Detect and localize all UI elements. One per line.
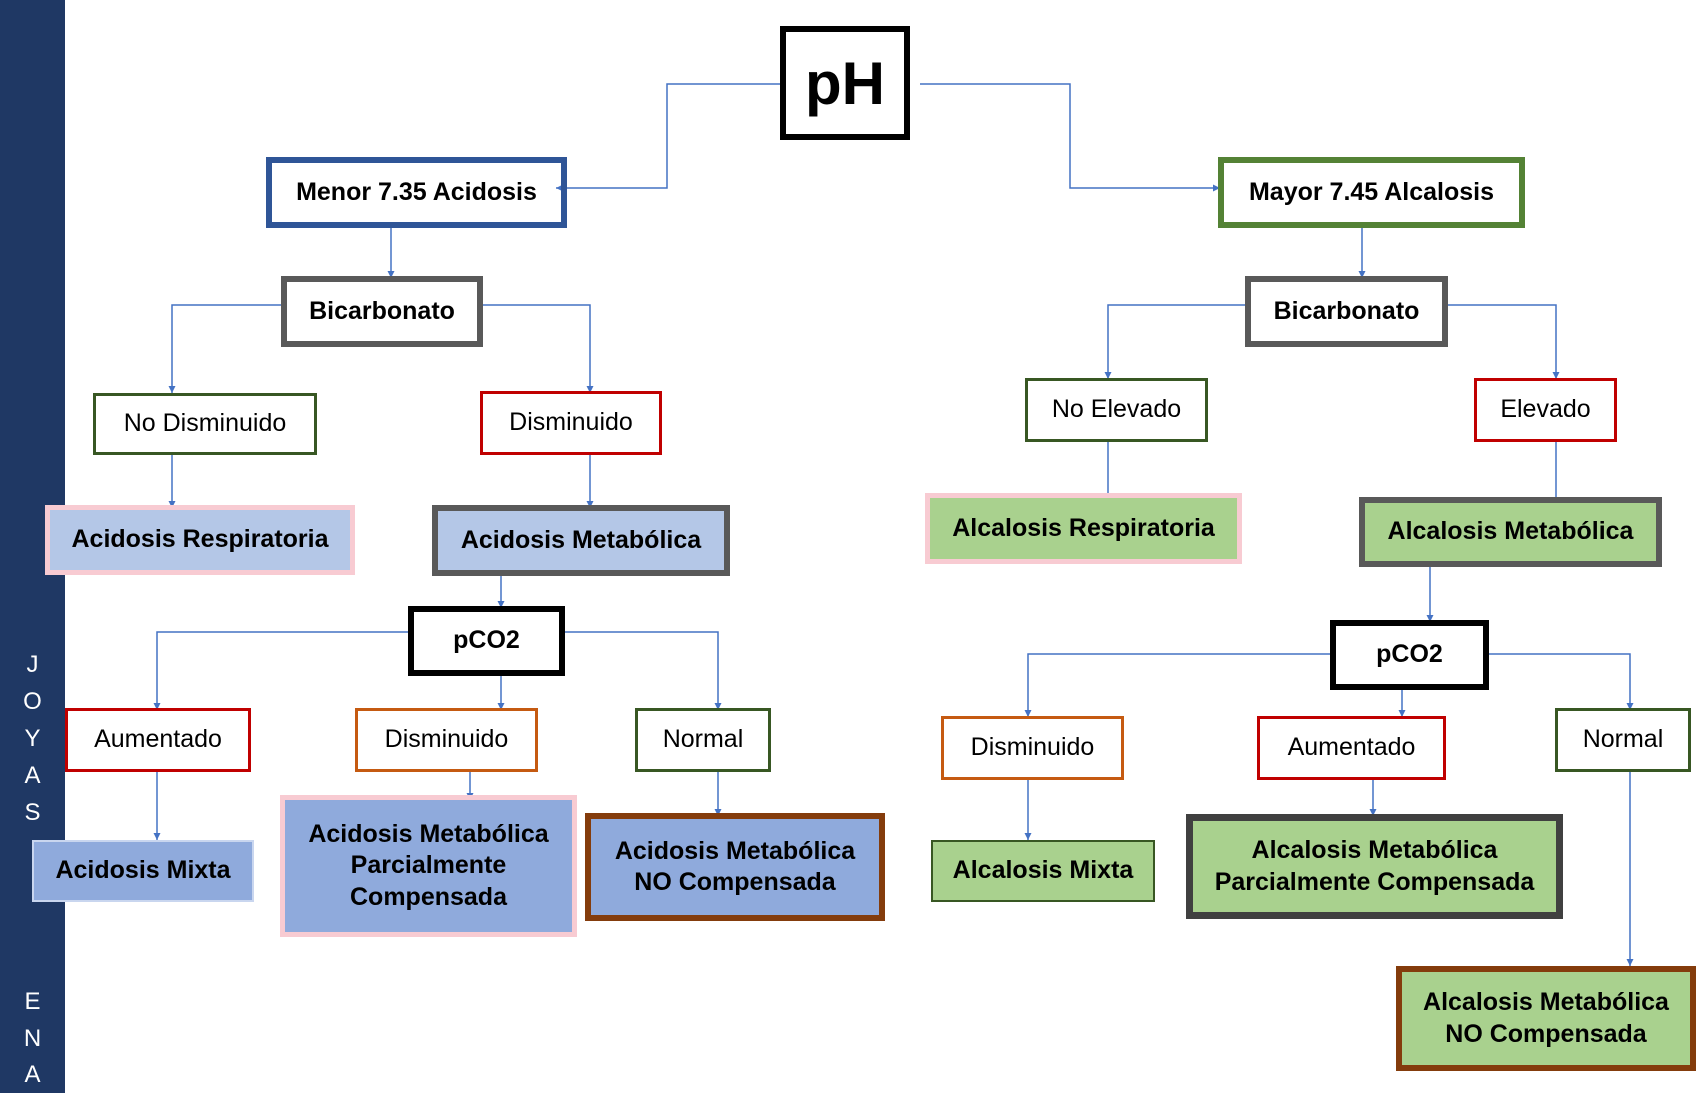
no-elevado-label: No Elevado bbox=[1051, 395, 1182, 424]
acidosis-mixta-box: Acidosis Mixta bbox=[32, 840, 254, 902]
alcalosis-respiratoria-box: Alcalosis Respiratoria bbox=[925, 493, 1242, 564]
sidebar-letter: J bbox=[26, 651, 39, 678]
acidosis-no-compensada-line: NO Compensada bbox=[634, 868, 836, 896]
alcalosis-mixta-label: Alcalosis Mixta bbox=[952, 856, 1134, 885]
acidosis-parcial-box: Acidosis Metabólica Parcialmente Compens… bbox=[280, 795, 577, 937]
acidosis-parcial-line: Acidosis Metabólica bbox=[308, 820, 549, 849]
acidosis-metabolica-label: Acidosis Metabólica bbox=[460, 525, 702, 554]
left-bicarbonato-box: Bicarbonato bbox=[281, 276, 483, 347]
right-bicarbonato-label: Bicarbonato bbox=[1273, 296, 1420, 325]
sidebar-letter: A bbox=[24, 1061, 41, 1088]
connector-bicarbonato-to-no-elevado bbox=[1104, 304, 1247, 379]
connector-pco2-to-aumentado bbox=[153, 631, 410, 710]
alcalosis-no-compensada-line: NO Compensada bbox=[1445, 1019, 1647, 1048]
left-aumentado-box: Aumentado bbox=[65, 708, 251, 772]
acidosis-respiratoria-box: Acidosis Respiratoria bbox=[45, 505, 355, 575]
acidosis-no-compensada-box: Acidosis Metabólica NO Compensada bbox=[585, 813, 885, 921]
acidosis-parcial-line: Compensada bbox=[350, 882, 507, 911]
connector-bicarbonato-to-disminuido bbox=[482, 304, 594, 393]
right-pco2-box: pCO2 bbox=[1330, 620, 1489, 690]
ph-root-box: pH bbox=[780, 26, 910, 140]
connector-ph-to-acidosis bbox=[556, 83, 780, 192]
alcalosis-metabolica-box: Alcalosis Metabólica bbox=[1359, 497, 1662, 567]
right-pco2-label: pCO2 bbox=[1376, 640, 1443, 669]
connector-ph-to-alcalosis bbox=[920, 83, 1220, 192]
alcalosis-parcial-line: Parcialmente Compensada bbox=[1214, 867, 1535, 896]
sidebar-letter: N bbox=[23, 1025, 42, 1052]
ph-root-label: pH bbox=[805, 49, 885, 117]
alcalosis-respiratoria-label: Alcalosis Respiratoria bbox=[952, 513, 1215, 542]
right-normal-box: Normal bbox=[1555, 708, 1691, 772]
left-pco2-disminuido-box: Disminuido bbox=[355, 708, 538, 772]
acidosis-respiratoria-label: Acidosis Respiratoria bbox=[71, 525, 329, 554]
left-normal-box: Normal bbox=[635, 708, 771, 772]
sidebar-letter: O bbox=[23, 688, 42, 715]
left-pco2-disminuido-label: Disminuido bbox=[384, 725, 509, 754]
no-elevado-box: No Elevado bbox=[1025, 378, 1208, 442]
connector-bicarbonato-to-no-disminuido bbox=[168, 304, 282, 393]
alcalosis-category-label: Mayor 7.45 Alcalosis bbox=[1248, 177, 1495, 206]
alcalosis-no-compensada-box: Alcalosis Metabólica NO Compensada bbox=[1396, 966, 1696, 1071]
connector-pco2-to-normal bbox=[563, 631, 722, 710]
elevado-label: Elevado bbox=[1500, 395, 1591, 424]
alcalosis-mixta-box: Alcalosis Mixta bbox=[931, 840, 1155, 902]
right-aumentado-box: Aumentado bbox=[1257, 716, 1446, 780]
sidebar-letter: E bbox=[24, 988, 41, 1015]
connector-pco2-to-disminuido bbox=[1024, 653, 1332, 717]
acidosis-category-label: Menor 7.35 Acidosis bbox=[296, 177, 537, 206]
right-normal-label: Normal bbox=[1582, 725, 1664, 754]
connector-pco2-to-normal bbox=[1487, 653, 1634, 710]
right-disminuido-label: Disminuido bbox=[970, 733, 1095, 762]
no-disminuido-label: No Disminuido bbox=[123, 409, 287, 438]
sidebar-letter: A bbox=[24, 762, 41, 789]
right-bicarbonato-box: Bicarbonato bbox=[1245, 276, 1448, 347]
sidebar-letter: S bbox=[24, 799, 41, 826]
sidebar-letter: Y bbox=[24, 725, 41, 752]
left-pco2-label: pCO2 bbox=[453, 626, 520, 655]
acidosis-metabolica-box: Acidosis Metabólica bbox=[432, 505, 730, 576]
left-normal-label: Normal bbox=[662, 725, 744, 754]
left-disminuido-box: Disminuido bbox=[480, 391, 662, 455]
right-aumentado-label: Aumentado bbox=[1287, 733, 1416, 762]
no-disminuido-box: No Disminuido bbox=[93, 393, 317, 455]
alcalosis-category-box: Mayor 7.45 Alcalosis bbox=[1218, 157, 1525, 228]
acidosis-mixta-label: Acidosis Mixta bbox=[55, 856, 231, 885]
alcalosis-parcial-line: Alcalosis Metabólica bbox=[1251, 836, 1498, 865]
acidosis-no-compensada-line: Acidosis Metabólica bbox=[614, 836, 856, 865]
right-disminuido-box: Disminuido bbox=[941, 716, 1124, 780]
elevado-box: Elevado bbox=[1474, 378, 1617, 442]
alcalosis-parcial-box: Alcalosis Metabólica Parcialmente Compen… bbox=[1186, 814, 1563, 919]
left-pco2-box: pCO2 bbox=[408, 606, 565, 676]
left-aumentado-label: Aumentado bbox=[94, 725, 222, 754]
connector-bicarbonato-to-elevado bbox=[1446, 304, 1560, 379]
left-disminuido-label: Disminuido bbox=[509, 408, 633, 437]
alcalosis-metabolica-label: Alcalosis Metabólica bbox=[1387, 517, 1634, 546]
left-bicarbonato-label: Bicarbonato bbox=[309, 296, 455, 325]
acidosis-category-box: Menor 7.35 Acidosis bbox=[266, 157, 567, 228]
alcalosis-no-compensada-line: Alcalosis Metabólica bbox=[1423, 988, 1669, 1017]
acidosis-parcial-line: Parcialmente bbox=[350, 851, 507, 880]
